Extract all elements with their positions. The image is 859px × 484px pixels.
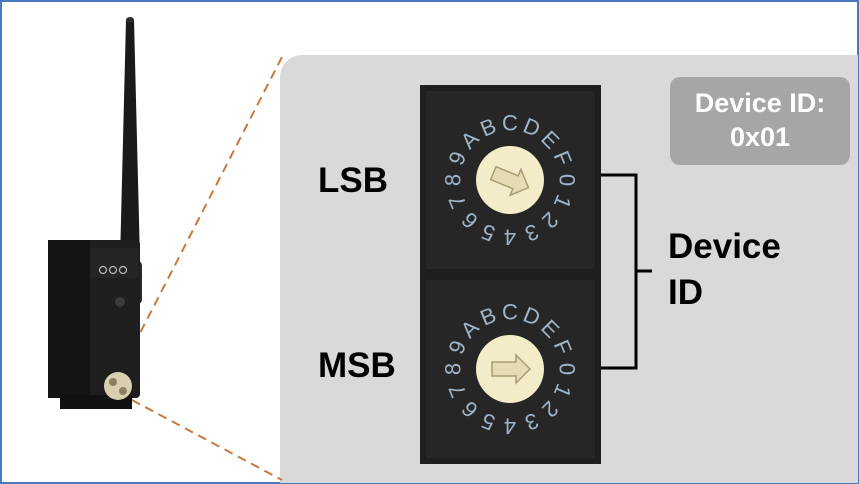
badge-line1: Device ID: — [694, 88, 826, 118]
msb-dial-char: 4 — [504, 414, 516, 439]
lsb-dial-char: C — [502, 111, 518, 136]
badge-line2: 0x01 — [729, 122, 791, 152]
antenna — [119, 20, 141, 300]
id-bracket — [598, 173, 652, 370]
led-icon — [108, 265, 118, 275]
led-icon — [118, 265, 128, 275]
lsb-pointer-arrow-icon — [489, 165, 530, 197]
msb-dial-char: 0 — [555, 363, 580, 375]
device-id-label-line1: Device — [668, 227, 781, 266]
msb-dial-char: C — [502, 300, 518, 325]
lsb-dial-char: 0 — [555, 174, 580, 186]
device-id-label-line2: ID — [668, 273, 703, 312]
lsb-dial-char: 4 — [504, 225, 516, 250]
msb-pointer-arrow-icon — [491, 353, 532, 385]
leader-line-top — [119, 56, 283, 373]
lsb-label: LSB — [318, 161, 388, 200]
device-id-badge: Device ID: 0x01 — [670, 77, 850, 165]
led-icon — [98, 265, 108, 275]
device-illustration — [48, 17, 142, 409]
leader-line-bottom — [131, 399, 283, 481]
rotary-switch-icon — [104, 372, 132, 400]
msb-dial-char: 8 — [441, 363, 466, 375]
lsb-dial-char: 8 — [441, 174, 466, 186]
msb-label: MSB — [318, 346, 396, 385]
